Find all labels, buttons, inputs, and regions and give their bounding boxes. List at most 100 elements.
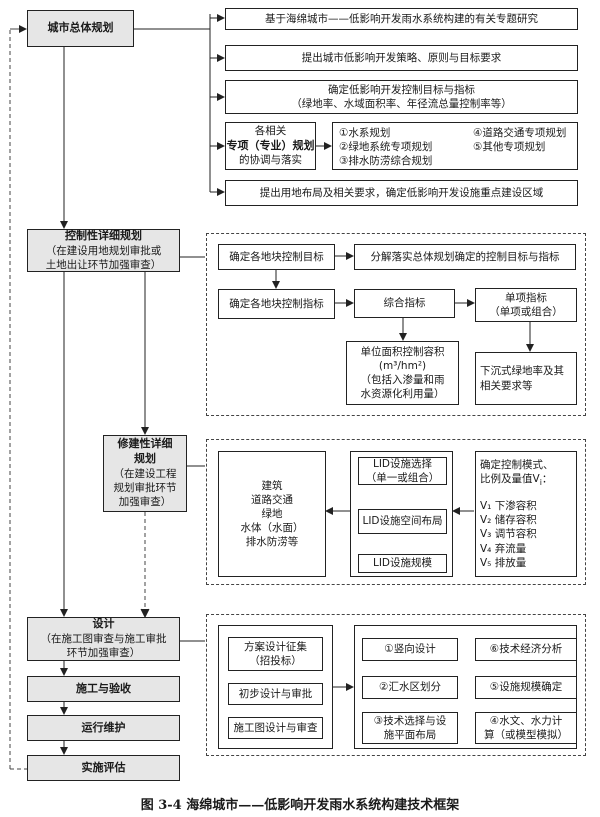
parcel-target-text: 确定各地块控制目标 bbox=[229, 250, 324, 263]
composite-detail-text: 单位面积控制容积 bbox=[360, 345, 445, 358]
step-text: ④水文、水力计 bbox=[489, 714, 563, 727]
design-detail-container bbox=[206, 614, 586, 756]
special-plan-item: ③排水防涝综合规划 bbox=[339, 155, 433, 167]
volume-item: V₄ 弃流量 bbox=[480, 542, 527, 555]
step-text: 施平面布局 bbox=[383, 729, 437, 741]
master-task-strategy: 提出城市低影响开发策略、原则与目标要求 bbox=[225, 45, 578, 71]
regulatory-detail-container bbox=[206, 233, 586, 416]
composite-detail-box: 单位面积控制容积 (m³/hm²) （包括入渗量和雨 水资源化利用量） bbox=[346, 341, 459, 405]
master-task-targets: 确定低影响开发控制目标与指标 （绿地率、水域面积率、年径流总量控制率等） bbox=[225, 80, 578, 114]
evaluation-label: 实施评估 bbox=[81, 760, 126, 774]
land-use-item: 排水防涝等 bbox=[245, 536, 299, 549]
design-note: （在施工图审查与施工审批 bbox=[40, 633, 167, 646]
bidding-box: 方案设计征集 （招投标） bbox=[228, 637, 323, 671]
single-detail-text: 相关要求等 bbox=[480, 379, 533, 392]
site-plan-detail-container bbox=[206, 439, 586, 585]
master-plan-box: 城市总体规划 bbox=[27, 10, 134, 47]
step-text: ②汇水区划分 bbox=[379, 681, 441, 694]
design-title: 设计 bbox=[92, 617, 115, 631]
site-plan-box: 修建性详细 规划 （在建设工程 规划审批环节 加强审查） bbox=[103, 435, 187, 512]
step-facility-scale: ⑤设施规模确定 bbox=[475, 676, 577, 699]
figure-caption: 图 3-4 海绵城市——低影响开发雨水系统构建技术框架 bbox=[140, 798, 460, 813]
volume-item: V₂ 储存容积 bbox=[480, 514, 537, 527]
control-mode-text: 比例及量值V bbox=[480, 473, 540, 486]
design-note: 环节加强审查） bbox=[66, 647, 141, 660]
bidding-text: （招投标） bbox=[249, 655, 302, 667]
master-task-landuse: 提出用地布局及相关要求，确定低影响开发设施重点建设区域 bbox=[225, 180, 578, 206]
parcel-target-box: 确定各地块控制目标 bbox=[218, 244, 335, 270]
lid-select-box: LID设施选择 （单一或组合） bbox=[358, 457, 447, 485]
step-text: ①竖向设计 bbox=[384, 643, 436, 656]
design-box: 设计 （在施工图审查与施工审批 环节加强审查） bbox=[27, 617, 180, 661]
site-plan-note: 加强审查） bbox=[118, 496, 172, 509]
decompose-text: 分解落实总体规划确定的控制目标与指标 bbox=[370, 250, 560, 263]
volume-item: V₁ 下渗容积 bbox=[480, 500, 537, 513]
regulatory-plan-note: 土地出让环节加强审查） bbox=[45, 258, 162, 271]
operation-label: 运行维护 bbox=[81, 720, 126, 734]
step-text: ③技术选择与设 bbox=[373, 714, 447, 727]
site-plan-note: 规划审批环节 bbox=[113, 482, 177, 495]
land-use-item: 建筑 bbox=[261, 479, 283, 492]
lid-select-text: （单一或组合） bbox=[365, 472, 440, 484]
preliminary-design-box: 初步设计与审批 bbox=[228, 683, 323, 705]
special-plan-coordination-box: 各相关 专项（专业）规划 的协调与落实 bbox=[225, 122, 316, 170]
master-task-strategy-text: 提出城市低影响开发策略、原则与目标要求 bbox=[301, 51, 502, 64]
control-mode-text: 确定控制模式、 bbox=[480, 459, 554, 471]
lid-layout-box: LID设施空间布局 bbox=[358, 509, 447, 534]
master-task-landuse-text: 提出用地布局及相关要求，确定低影响开发设施重点建设区域 bbox=[259, 186, 544, 199]
single-detail-box: 下沉式绿地率及其 相关要求等 bbox=[475, 352, 577, 405]
composite-index-text: 综合指标 bbox=[383, 297, 426, 310]
arrow-head-site-to-design bbox=[140, 608, 150, 619]
control-mode-box: 确定控制模式、 比例及量值Vi： V₁ 下渗容积 V₂ 储存容积 V₃ 调节容积… bbox=[475, 451, 577, 577]
composite-detail-text: （包括入渗量和雨 bbox=[360, 374, 445, 386]
construction-drawing-text: 施工图设计与审查 bbox=[233, 721, 318, 734]
regulatory-plan-box: 控制性详细规划 （在建设用地规划审批或 土地出让环节加强审查） bbox=[27, 229, 180, 272]
single-index-box: 单项指标 （单项或组合） bbox=[475, 288, 577, 322]
lid-scale-box: LID设施规模 bbox=[358, 554, 447, 573]
master-task-targets-text: 确定低影响开发控制目标与指标 bbox=[328, 83, 475, 96]
step-technology-layout: ③技术选择与设 施平面布局 bbox=[362, 712, 458, 744]
lid-scale-text: LID设施规模 bbox=[372, 557, 433, 570]
site-plan-title: 修建性详细 bbox=[117, 437, 173, 451]
single-detail-text: 下沉式绿地率及其 bbox=[480, 365, 564, 378]
operation-box: 运行维护 bbox=[27, 715, 180, 741]
coordination-text: 专项（专业）规划 bbox=[226, 138, 315, 152]
land-use-item: 水体（水面） bbox=[240, 522, 304, 535]
land-use-item: 绿地 bbox=[261, 507, 283, 520]
composite-detail-text: 水资源化利用量） bbox=[360, 388, 445, 401]
step-text: ⑥技术经济分析 bbox=[489, 643, 563, 656]
decompose-box: 分解落实总体规划确定的控制目标与指标 bbox=[354, 244, 576, 270]
parcel-index-box: 确定各地块控制指标 bbox=[218, 289, 335, 319]
master-plan-label: 城市总体规划 bbox=[47, 21, 114, 35]
single-index-text: （单项或组合） bbox=[489, 306, 563, 318]
regulatory-plan-title: 控制性详细规划 bbox=[65, 228, 142, 242]
lid-select-text: LID设施选择 bbox=[372, 457, 433, 470]
step-tech-economic: ⑥技术经济分析 bbox=[475, 638, 577, 661]
construction-label: 施工与验收 bbox=[76, 681, 131, 695]
step-catchment: ②汇水区划分 bbox=[362, 676, 458, 699]
land-use-item: 道路交通 bbox=[251, 493, 293, 506]
control-mode-subscript: i bbox=[539, 478, 542, 488]
bidding-text: 方案设计征集 bbox=[244, 640, 307, 653]
parcel-index-text: 确定各地块控制指标 bbox=[229, 297, 324, 310]
evaluation-box: 实施评估 bbox=[27, 755, 180, 781]
master-task-targets-text: （绿地率、水域面积率、年径流总量控制率等） bbox=[291, 98, 512, 110]
step-hydraulics: ④水文、水力计 算（或模型模拟） bbox=[475, 712, 577, 744]
special-plan-item: ⑤其他专项规划 bbox=[473, 141, 546, 153]
composite-detail-text: (m³/hm²) bbox=[378, 359, 427, 372]
special-plan-item: ④道路交通专项规划 bbox=[473, 127, 567, 139]
control-mode-text: ： bbox=[541, 473, 553, 486]
lid-layout-text: LID设施空间布局 bbox=[362, 515, 443, 528]
single-index-text: 单项指标 bbox=[505, 291, 547, 304]
master-task-research-text: 基于海绵城市——低影响开发雨水系统构建的有关专题研究 bbox=[265, 12, 538, 25]
site-plan-note: （在建设工程 bbox=[113, 468, 177, 481]
construction-box: 施工与验收 bbox=[27, 676, 180, 702]
step-text: ⑤设施规模确定 bbox=[489, 681, 563, 694]
coordination-text: 各相关 bbox=[254, 125, 287, 138]
special-plans-list: ①水系规划 ②绿地系统专项规划 ③排水防涝综合规划 ④道路交通专项规划 ⑤其他专… bbox=[332, 122, 578, 170]
special-plan-item: ②绿地系统专项规划 bbox=[339, 141, 433, 153]
master-task-research: 基于海绵城市——低影响开发雨水系统构建的有关专题研究 bbox=[225, 8, 578, 30]
volume-item: V₅ 排放量 bbox=[480, 556, 527, 569]
volume-item: V₃ 调节容积 bbox=[480, 528, 537, 541]
